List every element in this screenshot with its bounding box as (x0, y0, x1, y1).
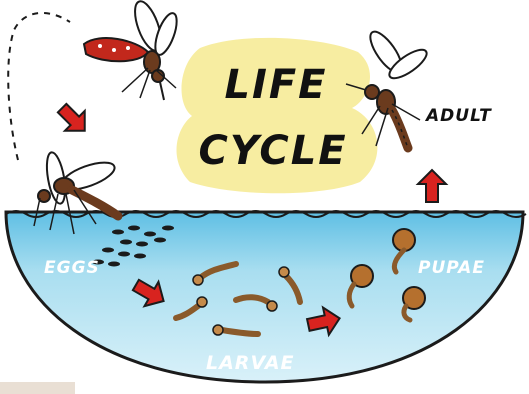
floor-strip (0, 382, 75, 394)
label-eggs: EGGS (44, 258, 100, 278)
arrow-adult-to-laying (52, 98, 94, 140)
title-line-2: CYCLE (178, 128, 368, 174)
label-adult: ADULT (426, 106, 492, 126)
flight-path (8, 13, 70, 160)
title-line-1: LIFE (196, 62, 356, 108)
arrow-pupae-to-adult (418, 170, 446, 202)
label-larvae: LARVAE (206, 352, 295, 374)
mosquito-feeding (84, 0, 181, 100)
label-pupae: PUPAE (418, 258, 485, 278)
